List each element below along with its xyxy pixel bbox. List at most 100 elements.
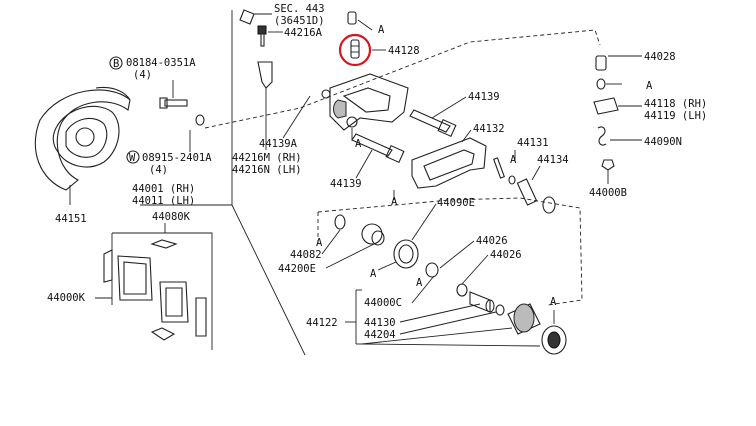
label-44216A: 44216A (284, 27, 323, 39)
guide-pin-44139-top (409, 109, 457, 138)
boot-44200E (361, 223, 385, 246)
bolt-44216A (257, 25, 267, 47)
nut-44000B (601, 159, 615, 171)
bleeder-cap (347, 11, 357, 25)
seal-44090E (393, 239, 419, 269)
mark-w-circle (126, 150, 140, 164)
label-08915-2401A: 08915-2401A (142, 152, 212, 164)
washer-right (596, 78, 606, 90)
leader-44204 (399, 311, 497, 335)
label-44011: 44011 (LH) (132, 195, 195, 207)
ref-a-right: A (646, 80, 653, 92)
label-44128: 44128 (388, 45, 420, 57)
adjuster-44134 (516, 178, 556, 214)
label-44216M: 44216M (RH) (232, 152, 302, 164)
leader-44130 (399, 303, 481, 323)
label-44132: 44132 (473, 123, 505, 135)
leader-ref-a-seal (377, 261, 397, 271)
label-44119: 44119 (LH) (644, 110, 707, 122)
leader-seal (361, 343, 541, 347)
label-44151: 44151 (55, 213, 87, 225)
leader-ref-a-top (357, 19, 373, 31)
label-44000B: 44000B (589, 187, 627, 199)
leader-44090E (411, 203, 437, 241)
spring-44090N (597, 126, 607, 146)
clip-sec-443 (239, 9, 255, 25)
label-sec-443: SEC. 443 (274, 3, 325, 15)
label-08184-qty: (4) (133, 69, 152, 81)
piston-seal-ring (541, 325, 567, 355)
ref-a-top: A (378, 24, 385, 36)
label-44139A: 44139A (259, 138, 298, 150)
leader-44139-bottom (355, 149, 373, 179)
leader-44026b (461, 254, 489, 285)
caliper-body (321, 73, 409, 131)
ring-44082 (334, 214, 346, 230)
dashed-assembly-line-top (204, 29, 601, 129)
label-44001: 44001 (RH) (132, 183, 195, 195)
leader-44082 (321, 229, 341, 255)
label-44082: 44082 (290, 249, 322, 261)
label-sec-ref: (36451D) (274, 15, 325, 27)
leader-44200E (325, 243, 375, 269)
label-44122: 44122 (306, 317, 338, 329)
frame-diagonal-line (231, 204, 306, 356)
leader-44132 (461, 129, 472, 143)
ref-a-44131: A (510, 154, 517, 166)
highlight-circle (338, 33, 372, 67)
ref-a-low: A (391, 196, 398, 208)
piston-adjuster-44122 (469, 291, 495, 313)
bracket-44216M (257, 61, 273, 89)
ref-a-44082: A (316, 237, 323, 249)
label-44000K: 44000K (47, 292, 86, 304)
leader-44026a (439, 240, 475, 269)
ref-a-seal: A (370, 268, 377, 280)
pad-shims (150, 239, 178, 341)
leader-44139-top (431, 96, 467, 119)
label-44139-top: 44139 (468, 91, 500, 103)
label-44134: 44134 (537, 154, 569, 166)
ring-small (425, 262, 439, 278)
washer-44130 (495, 304, 505, 316)
cap-44028 (595, 55, 607, 71)
label-44026b: 44026 (490, 249, 522, 261)
ref-a-mid: A (355, 138, 362, 150)
label-44131: 44131 (517, 137, 549, 149)
leader-44000C (411, 275, 435, 304)
label-44000C: 44000C (364, 297, 402, 309)
piston-44204 (507, 303, 541, 335)
washer-08915-2401A (195, 114, 205, 126)
pin-44131 (492, 157, 516, 185)
label-44216N: 44216N (LH) (232, 164, 302, 176)
label-44080K: 44080K (152, 211, 191, 223)
backing-plate-44151 (34, 86, 131, 191)
label-44118: 44118 (RH) (644, 98, 707, 110)
label-08915-qty: (4) (149, 164, 168, 176)
guide-pin-44139-bottom (351, 133, 405, 164)
bleeder-screw-44128 (350, 39, 360, 59)
plate-44118 (593, 97, 619, 115)
mark-w-label: W (129, 152, 136, 164)
pad-kit-bracket (112, 232, 213, 350)
torque-member-44132 (411, 137, 487, 189)
ref-a-piston: A (550, 296, 557, 308)
label-44139-bottom: 44139 (330, 178, 362, 190)
bolt-08184-0351A (159, 97, 188, 109)
label-08184-0351A: 08184-0351A (126, 57, 196, 69)
dashed-assembly-line-right (317, 197, 583, 306)
mark-b-label: B (113, 58, 119, 70)
label-44028: 44028 (644, 51, 676, 63)
label-44204: 44204 (364, 329, 396, 341)
leader-piston (361, 327, 513, 345)
mark-b-circle (109, 56, 123, 70)
brake-pads (103, 249, 207, 337)
label-44090E: 44090E (437, 197, 475, 209)
label-44130: 44130 (364, 317, 396, 329)
ring-44026 (456, 283, 468, 297)
label-44026a: 44026 (476, 235, 508, 247)
label-44090N: 44090N (644, 136, 682, 148)
leader-44139A (282, 95, 311, 139)
ref-a-ring: A (416, 277, 423, 289)
